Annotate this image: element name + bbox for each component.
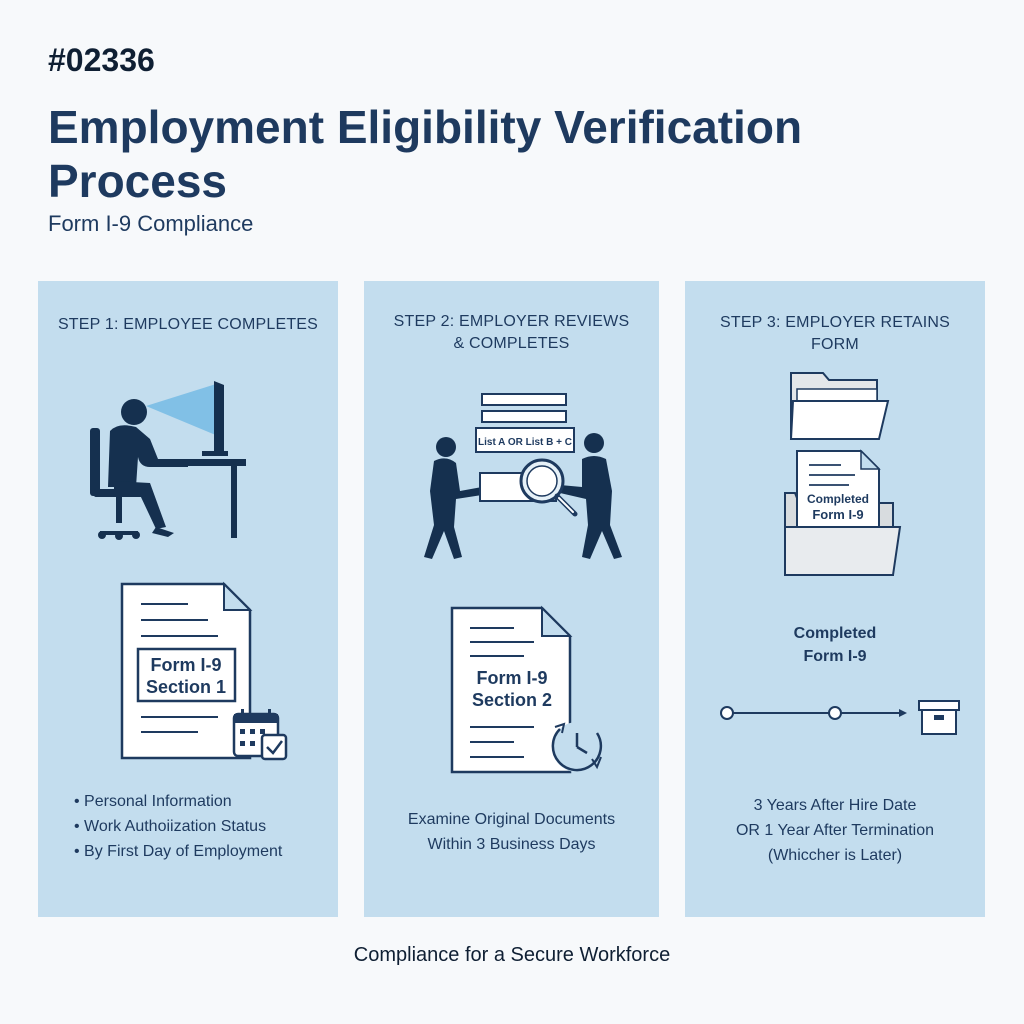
timeline-arrow-icon (720, 706, 907, 720)
open-folder-icon (789, 372, 890, 440)
completed-label-line-1: Completed (793, 625, 877, 642)
person-at-computer-icon (90, 381, 246, 540)
step-1-doc-line-2: Section 1 (146, 677, 226, 697)
step-3-illustration: Completed Form I-9 (720, 372, 960, 735)
step-1-panel: Form I-9 Section 1 STEP 1: EMPLOYEE COMP… (38, 281, 338, 917)
document-icon (450, 605, 573, 774)
two-people-exchange-icon (424, 433, 622, 559)
bullet-item: By First Day of Employment (74, 839, 282, 864)
filed-document-folder-icon (784, 449, 902, 576)
step-2-doc-line-1: Form I-9 (476, 668, 547, 688)
retention-period-text: 3 Years After Hire Date OR 1 Year After … (735, 797, 935, 864)
folder-doc-line-1: Completed (807, 492, 869, 506)
step-2-description: Examine Original Documents Within 3 Busi… (407, 811, 616, 853)
step-1-bullet-list: Personal Information Work Authoiization … (74, 789, 282, 864)
completed-form-label: Completed Form I-9 (685, 622, 985, 668)
bullet-item: Work Authoiization Status (74, 814, 282, 839)
page-subtitle: Form I-9 Compliance (48, 211, 254, 236)
page-title: Employment Eligibility Verification Proc… (48, 101, 803, 207)
step-2-doc-line-2: Section 2 (472, 690, 552, 710)
bullet-item: Personal Information (74, 789, 282, 814)
step-2-illustration: List A OR List B + C (424, 393, 622, 774)
step-1-title: STEP 1: EMPLOYEE COMPLETES (57, 316, 319, 333)
step-1-illustration: Form I-9 Section 1 (90, 381, 288, 761)
step-3-panel: Completed Form I-9 STEP 3: EMPLOYER RETA… (685, 281, 985, 917)
completed-label-line-2: Form I-9 (803, 648, 867, 665)
document-stack-icon (475, 393, 575, 453)
step-2-title: STEP 2: EMPLOYER REVIEWS & COMPLETES (393, 313, 630, 352)
step-1-doc-line-1: Form I-9 (150, 655, 221, 675)
folder-doc-line-2: Form I-9 (812, 507, 863, 522)
footer-tagline: Compliance for a Secure Workforce (353, 944, 671, 966)
calendar-check-icon (232, 709, 288, 761)
step-2-panel: List A OR List B + C (364, 281, 659, 917)
clock-icon (551, 722, 603, 772)
diagram-id: #02336 (48, 42, 155, 78)
archive-box-icon (918, 700, 960, 735)
document-icon (120, 581, 253, 760)
step-3-title: STEP 3: EMPLOYER RETAINS FORM (719, 314, 951, 353)
list-document-label: List A OR List B + C (478, 437, 572, 448)
